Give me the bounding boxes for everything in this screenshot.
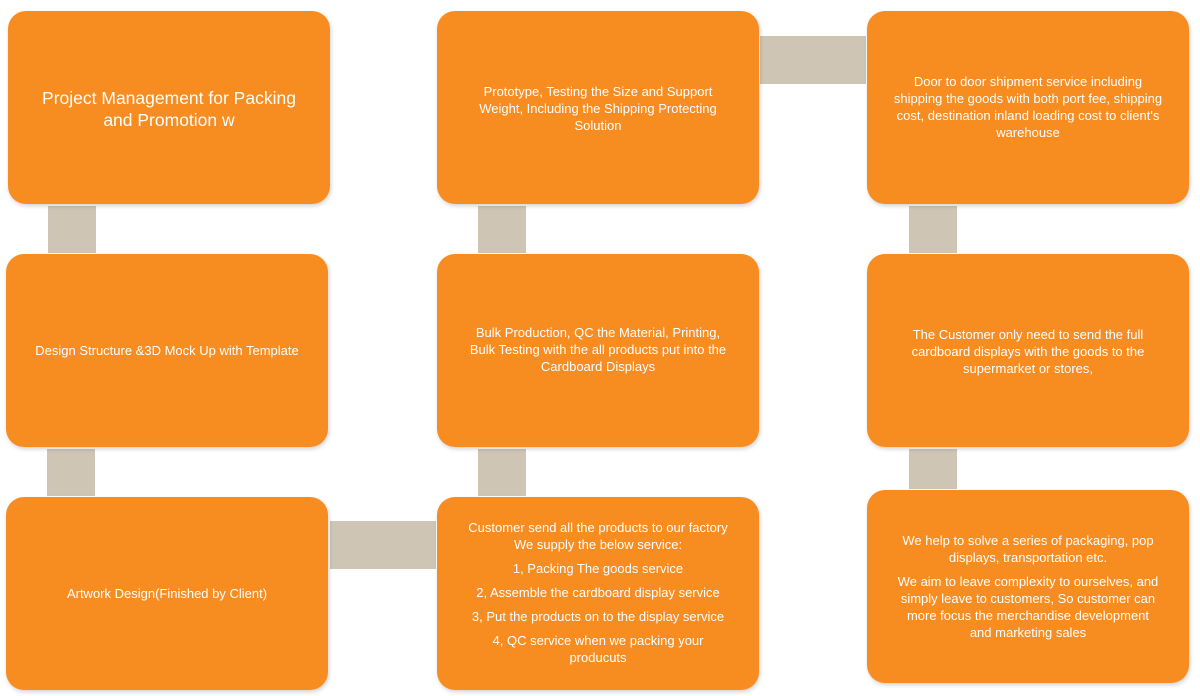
step-artwork-design: Artwork Design(Finished by Client) bbox=[6, 497, 328, 690]
step-customer-send-displays: The Customer only need to send the full … bbox=[867, 254, 1189, 447]
connector-step2-step3 bbox=[47, 449, 95, 496]
step-text-line: We supply the below service: bbox=[513, 537, 683, 552]
connector-step4-step7 bbox=[760, 36, 866, 84]
connector-step3-step6 bbox=[330, 521, 436, 569]
step-text-line: Customer send all the products to our fa… bbox=[468, 520, 728, 535]
step-text-line: Bulk Production, QC the Material, Printi… bbox=[475, 325, 721, 340]
step-text-line: and marketing sales bbox=[969, 625, 1087, 640]
step-text-line: cardboard displays with the goods to the bbox=[911, 344, 1145, 359]
step-text-line: shipping the goods with both port fee, s… bbox=[893, 91, 1163, 106]
step-text-line: displays, transportation etc. bbox=[948, 550, 1108, 565]
step-text-line: more focus the merchandise development bbox=[906, 608, 1150, 623]
step-text-line: Door to door shipment service including bbox=[913, 74, 1143, 89]
step-text-line: cost, destination inland loading cost to… bbox=[896, 108, 1160, 123]
step-text-line: supermarket or stores, bbox=[962, 361, 1094, 376]
step-text-line: Artwork Design(Finished by Client) bbox=[66, 586, 268, 601]
service-item: 1, Packing The goods service bbox=[512, 561, 684, 576]
step-text-line: Solution bbox=[574, 118, 622, 133]
step-solve-packaging: We help to solve a series of packaging, … bbox=[867, 490, 1189, 683]
step-text-line: Prototype, Testing the Size and Support bbox=[483, 84, 713, 99]
step-design-structure: Design Structure &3D Mock Up with Templa… bbox=[6, 254, 328, 447]
service-item: 4, QC service when we packing your bbox=[492, 633, 704, 648]
step-text-line: We aim to leave complexity to ourselves,… bbox=[897, 574, 1159, 589]
service-item: 2, Assemble the cardboard display servic… bbox=[476, 585, 720, 600]
service-item: producuts bbox=[569, 650, 627, 665]
step-bulk-production: Bulk Production, QC the Material, Printi… bbox=[437, 254, 759, 447]
step-text-line: Cardboard Displays bbox=[540, 359, 656, 374]
step-text-line: Project Management for Packing bbox=[42, 88, 296, 108]
step-text-line: Bulk Testing with the all products put i… bbox=[469, 342, 727, 357]
connector-step4-step5 bbox=[478, 206, 526, 253]
step-prototype-testing: Prototype, Testing the Size and Support … bbox=[437, 11, 759, 204]
connector-step1-step2 bbox=[48, 206, 96, 253]
step-customer-send-products: Customer send all the products to our fa… bbox=[437, 497, 759, 690]
service-item: 3, Put the products on to the display se… bbox=[471, 609, 725, 624]
connector-step7-step8 bbox=[909, 206, 957, 253]
step-text-line: Weight, Including the Shipping Protectin… bbox=[479, 101, 717, 116]
step-text-line: and Promotion w bbox=[103, 110, 235, 130]
step-text-line: warehouse bbox=[996, 125, 1060, 140]
step-text-line: Design Structure &3D Mock Up with Templa… bbox=[35, 343, 299, 358]
step-text-line: The Customer only need to send the full bbox=[912, 327, 1144, 342]
step-text-line: simply leave to customers, So customer c… bbox=[900, 591, 1156, 606]
connector-step8-step9 bbox=[909, 449, 957, 489]
step-text-line: We help to solve a series of packaging, … bbox=[902, 533, 1154, 548]
connector-step5-step6 bbox=[478, 449, 526, 496]
step-door-to-door-shipment: Door to door shipment service including … bbox=[867, 11, 1189, 204]
step-project-management: Project Management for Packing and Promo… bbox=[8, 11, 330, 204]
